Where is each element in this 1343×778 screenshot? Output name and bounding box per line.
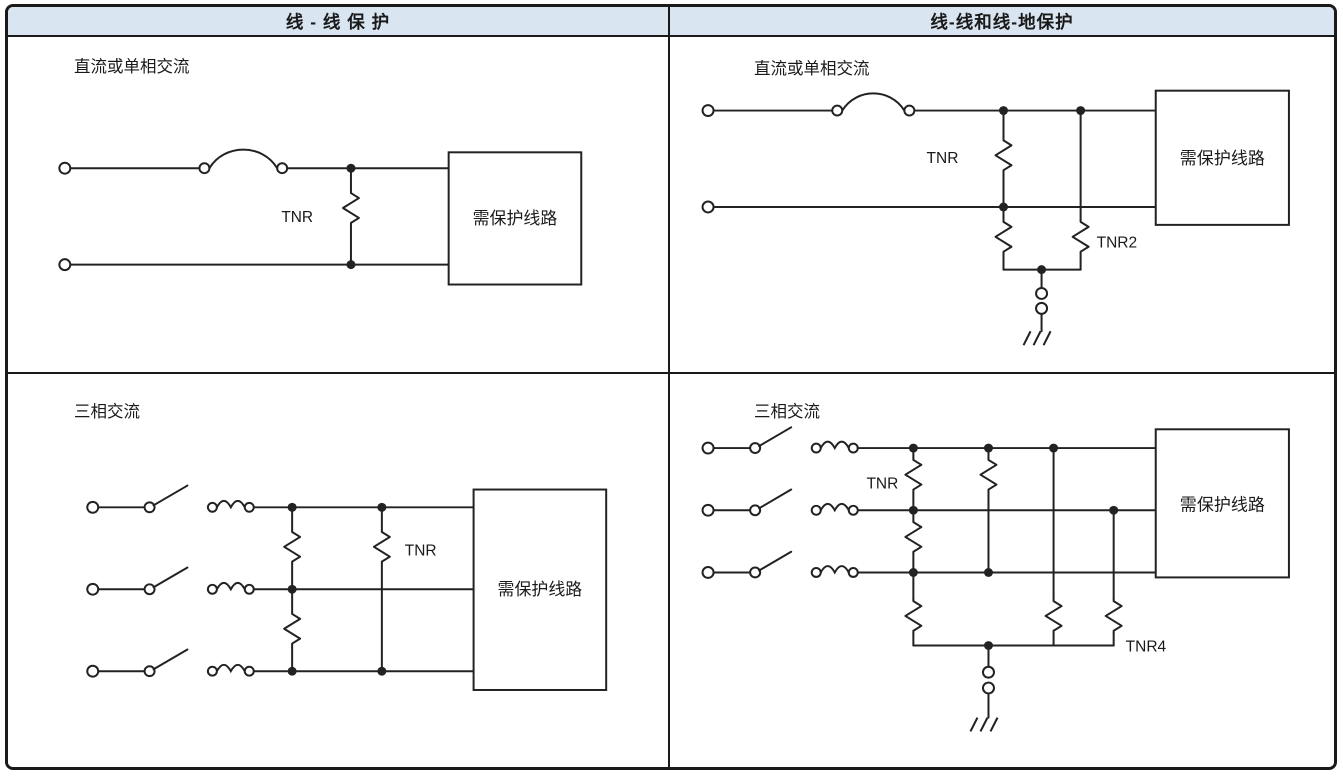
tnr-label: TNR [281, 209, 313, 226]
phase-line-3 [701, 550, 1157, 579]
switch-blade-icon [152, 648, 189, 671]
header-line-line-label: 线 - 线 保 护 [285, 11, 391, 32]
ground-branch [1002, 268, 1082, 347]
fuse-icon [215, 499, 246, 509]
threephase-line-ground-circuit: TNR TNR4 需保护线路 [701, 426, 1290, 733]
cell-threephase-line-line: 三相交流 [8, 374, 670, 767]
wires [69, 167, 450, 266]
protected-circuit-box: 需保护线路 [472, 488, 608, 691]
varistor-l2-l3 [283, 588, 302, 673]
varistor-l2-ground [1104, 509, 1123, 647]
varistor-l2-l3 [904, 509, 923, 574]
fuse-icon [819, 565, 850, 574]
threephase-line-line-circuit: TNR 需保护线路 [86, 484, 608, 691]
phase-line-3 [86, 648, 475, 678]
varistor-l1-ground [1044, 447, 1063, 647]
phase-line-1 [86, 484, 475, 514]
protected-circuit-label: 需保护线路 [1180, 495, 1265, 514]
fuse-icon [819, 502, 850, 512]
varistor-tnr [341, 167, 360, 266]
cell-dc-line-ground: 直流或单相交流 [670, 37, 1334, 374]
terminal-icons [701, 104, 715, 214]
varistor-line2-ground [994, 205, 1013, 271]
dc-line-line-circuit: TNR 需保护线路 [58, 148, 583, 286]
junction-dots [908, 443, 1119, 650]
switch-blade-icon [758, 550, 793, 572]
phase-line-2 [86, 566, 475, 596]
fuse-icon [198, 148, 289, 175]
protected-circuit-box: 需保护线路 [447, 151, 583, 286]
ground-branch [912, 644, 1115, 733]
header-line-line-protection: 线 - 线 保 护 [8, 7, 670, 37]
header-line-ground-label: 线-线和线-地保护 [930, 11, 1074, 32]
varistor-l3-ground [904, 571, 923, 647]
varistor-l1-l2 [283, 506, 302, 591]
tnr4-label: TNR4 [1126, 639, 1167, 656]
cell-threephase-line-ground: 三相交流 [670, 374, 1334, 767]
varistor-l1-l2 [904, 447, 923, 512]
circuit-title: 三相交流 [74, 403, 140, 421]
header-line-ground-protection: 线-线和线-地保护 [670, 7, 1334, 37]
wires [713, 109, 1157, 208]
fuse-icon [215, 581, 246, 591]
switch-blade-icon [152, 484, 189, 507]
fuse-icon [215, 663, 246, 673]
tnr-label: TNR [866, 476, 898, 493]
protected-circuit-label: 需保护线路 [498, 580, 583, 599]
protected-circuit-label: 需保护线路 [473, 209, 558, 228]
junction-dots [346, 163, 356, 270]
varistor-tnr [994, 109, 1013, 208]
protected-circuit-box: 需保护线路 [1154, 89, 1290, 226]
protection-table: 线 - 线 保 护 线-线和线-地保护 直流或单相交流 [5, 4, 1337, 770]
terminal-icons [58, 161, 72, 272]
varistor-line1-ground [1071, 109, 1090, 271]
cell-dc-line-line: 直流或单相交流 [8, 37, 670, 374]
fuse-icon [819, 440, 850, 450]
tnr-label: TNR [927, 150, 959, 167]
junction-dots [998, 106, 1086, 275]
protected-circuit-label: 需保护线路 [1180, 149, 1265, 168]
ground-icon [1022, 330, 1052, 347]
phase-line-2 [701, 488, 1157, 517]
circuit-title: 三相交流 [754, 403, 820, 421]
circuit-title: 直流或单相交流 [754, 60, 870, 78]
switch-blade-icon [152, 566, 189, 589]
ground-icon [969, 716, 999, 733]
phase-line-1 [701, 426, 1157, 455]
dc-line-ground-circuit: TNR TNR2 需保护线路 [701, 89, 1290, 347]
tnr2-label: TNR2 [1097, 235, 1138, 252]
protected-circuit-box: 需保护线路 [1154, 428, 1290, 579]
circuit-title: 直流或单相交流 [74, 58, 190, 76]
fuse-icon [831, 92, 916, 117]
switch-blade-icon [758, 488, 793, 510]
switch-blade-icon [758, 426, 793, 448]
tnr-label: TNR [405, 543, 437, 560]
junction-dots [287, 502, 387, 676]
